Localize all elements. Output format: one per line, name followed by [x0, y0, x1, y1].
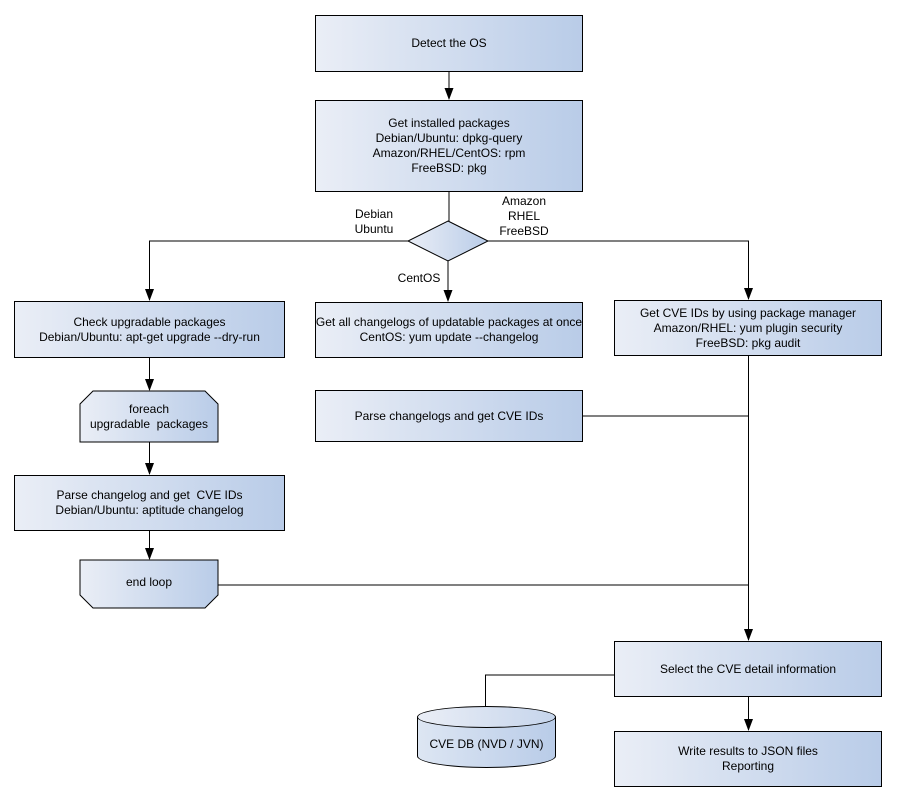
edge-label-line: Debian [354, 207, 394, 221]
node-get-all-changelogs: Get all changelogs of updatable packages… [315, 302, 583, 358]
node-end-loop-label: end loop [80, 560, 218, 605]
edge-label-amazon-rhel-freebsd: Amazon RHEL FreeBSD [483, 194, 565, 239]
decision-os-diamond [406, 220, 490, 262]
node-label: Parse changelog and get CVE IDs [56, 488, 243, 502]
node-label: Get installed packages [388, 116, 510, 130]
node-label: Get all changelogs of updatable packages… [315, 315, 583, 329]
node-label: Debian/Ubuntu: apt-get upgrade --dry-run [39, 329, 260, 344]
node-label: Select the CVE detail information [659, 661, 837, 676]
edge-label-line: Ubuntu [354, 222, 394, 236]
node-label: CVE DB (NVD / JVN) [429, 736, 544, 751]
edge-decision-left [145, 240, 408, 301]
edge-label-line: Amazon [501, 194, 547, 208]
edge-label-centos: CentOS [389, 271, 449, 286]
node-foreach-label: foreach upgradable packages [80, 391, 218, 442]
node-label: end loop [125, 575, 173, 589]
node-label: Check upgradable packages [73, 314, 226, 329]
node-label: Debian/Ubuntu: dpkg-query [375, 131, 523, 145]
cylinder-top-ellipse [417, 706, 556, 728]
node-label: Debian/Ubuntu: aptitude changelog [55, 503, 244, 517]
node-label: upgradable packages [89, 416, 209, 431]
node-label: Get CVE IDs by using package manager [639, 305, 857, 320]
edge-label-line: RHEL [507, 209, 540, 223]
node-parse-changelog: Parse changelog and get CVE IDs Debian/U… [14, 475, 285, 531]
edge-select-to-cvedb [485, 674, 614, 706]
node-label: CentOS: yum update --changelog [359, 330, 539, 344]
node-write-results: Write results to JSON files Reporting [614, 731, 882, 787]
node-label: FreeBSD: pkg audit [695, 335, 801, 350]
node-check-upgradable: Check upgradable packages Debian/Ubuntu:… [14, 301, 285, 358]
node-label: FreeBSD: pkg [411, 161, 487, 175]
edge-label-line: FreeBSD [499, 224, 549, 238]
cylinder-body [417, 717, 556, 768]
node-select-cve-detail: Select the CVE detail information [614, 641, 882, 697]
node-cve-db-cylinder: CVE DB (NVD / JVN) [417, 706, 556, 768]
node-label: Amazon/RHEL/CentOS: rpm [372, 146, 526, 160]
edge-decision-right [488, 240, 753, 300]
edge-label-debian-ubuntu: Debian Ubuntu [334, 207, 414, 237]
end-loop-shape [79, 559, 219, 609]
node-label: foreach [128, 401, 170, 416]
foreach-loop-shape [79, 390, 219, 443]
node-label: Amazon/RHEL: yum plugin security [653, 320, 843, 335]
node-detect-os: Detect the OS [315, 15, 583, 72]
node-parse-changelogs: Parse changelogs and get CVE IDs [315, 390, 583, 442]
node-label: Write results to JSON files [678, 744, 818, 758]
node-get-cve-ids: Get CVE IDs by using package manager Ama… [614, 300, 882, 356]
node-label: Reporting [721, 759, 775, 773]
node-label: Parse changelogs and get CVE IDs [354, 408, 544, 423]
edge-label-line: CentOS [397, 271, 441, 285]
node-get-installed-packages: Get installed packages Debian/Ubuntu: dp… [315, 100, 583, 192]
node-label: Detect the OS [411, 36, 487, 50]
